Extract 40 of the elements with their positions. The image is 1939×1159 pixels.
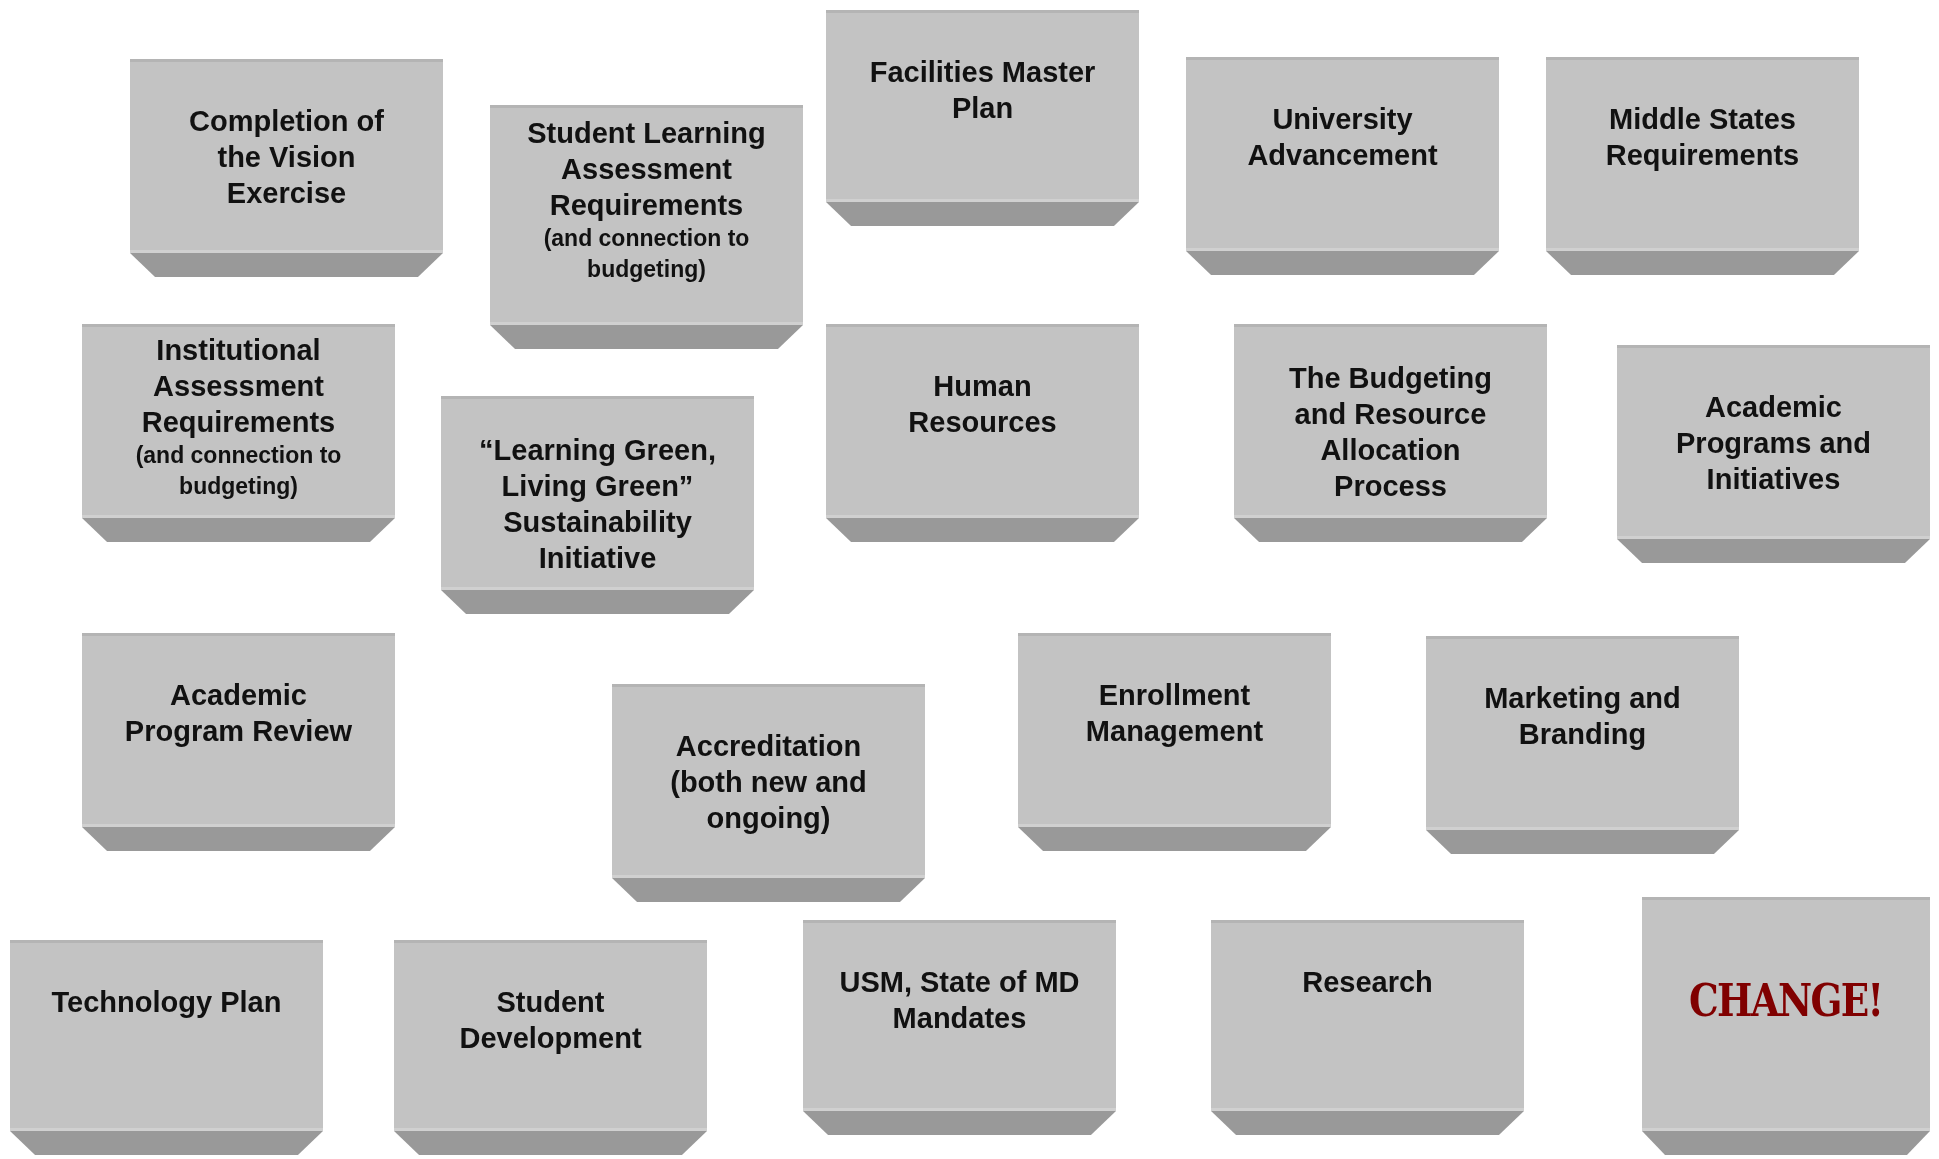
box-title: Academic Programs and Initiatives [1675, 390, 1872, 497]
block-box [394, 940, 707, 1155]
block-box [1617, 345, 1930, 563]
block-box [612, 684, 925, 902]
block-box [10, 940, 323, 1155]
block-box [1211, 920, 1524, 1135]
box-title: Facilities Master Plan [868, 55, 1097, 126]
box-title: Enrollment Management [1084, 678, 1265, 749]
box-subtitle: (and connection to budgeting) [134, 441, 343, 501]
box-title: The Budgeting and Resource Allocation Process [1288, 361, 1493, 504]
box-title: Academic Program Review [123, 678, 354, 749]
block-box [490, 105, 803, 349]
emphasis-text: CHANGE! [1689, 977, 1883, 1026]
block-box [1234, 324, 1547, 542]
box-title: Student Learning Assessment Requirements [526, 116, 767, 223]
block-box [803, 920, 1116, 1135]
block-box [1018, 633, 1331, 851]
box-title: Completion of the Vision Exercise [188, 104, 385, 211]
block-box [1426, 636, 1739, 854]
box-title: University Advancement [1246, 102, 1439, 173]
block-box [1642, 897, 1930, 1155]
box-title: Research [1302, 965, 1433, 1000]
box-title: Middle States Requirements [1604, 102, 1801, 173]
block-box [1546, 57, 1859, 275]
box-title: Institutional Assessment Requirements [140, 333, 337, 440]
box-title: USM, State of MD Mandates [838, 965, 1081, 1036]
box-title: Human Resources [907, 369, 1058, 440]
block-box [82, 633, 395, 851]
block-box [130, 59, 443, 277]
box-title: Student Development [458, 985, 643, 1056]
block-box [826, 324, 1139, 542]
box-subtitle: (and connection to budgeting) [542, 224, 751, 284]
block-box [441, 396, 754, 614]
block-box [1186, 57, 1499, 275]
block-box [826, 10, 1139, 226]
box-title: Marketing and Branding [1483, 681, 1682, 752]
box-title: “Learning Green, Living Green” Sustainability Initiative [478, 433, 717, 576]
block-box [82, 324, 395, 542]
box-title: Accreditation (both new and ongoing) [669, 729, 868, 836]
box-title: Technology Plan [51, 985, 282, 1020]
